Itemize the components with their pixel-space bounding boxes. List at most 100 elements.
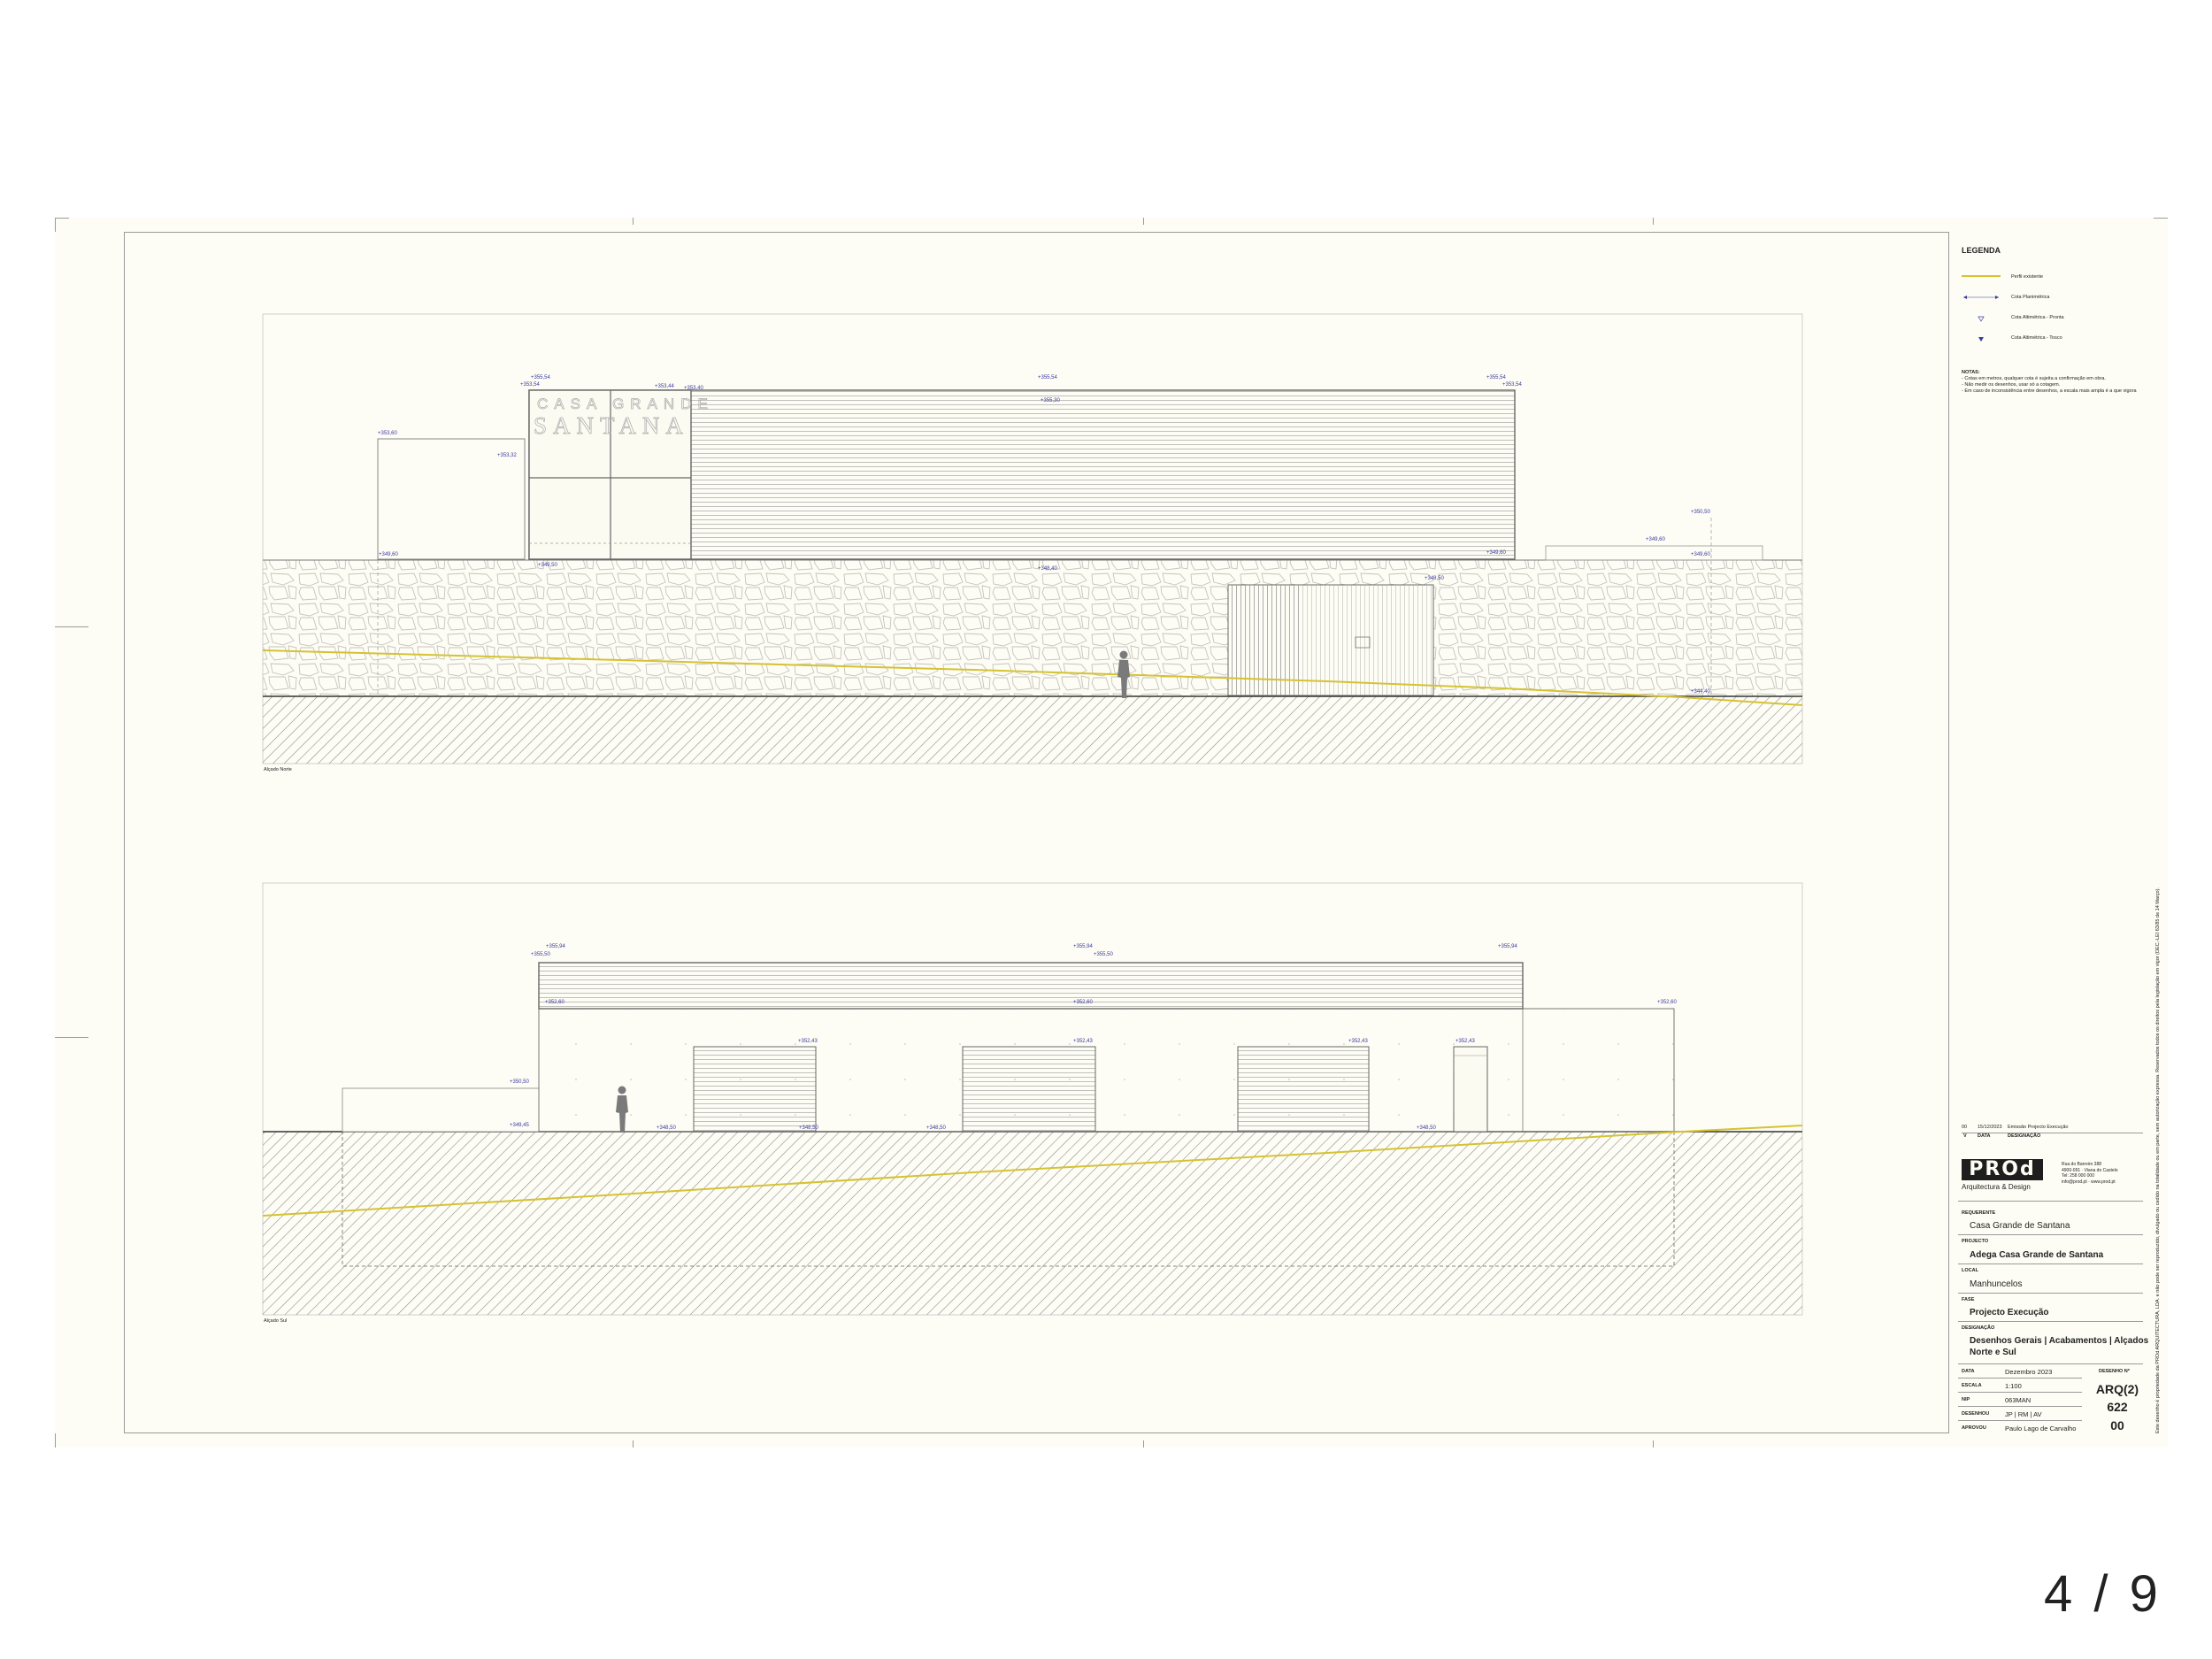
data-value: Dezembro 2023 [2005,1368,2053,1376]
nip-label: NIP [1962,1397,1970,1402]
revision-header-designation: DESIGNAÇÃO [2008,1133,2041,1139]
level-mark: +352,60 [545,1000,565,1005]
fold-mark [1143,1440,1144,1448]
level-mark: +349,60 [379,552,399,557]
level-mark: +349,50 [538,563,558,568]
logo-subtitle: Arquitectura & Design [1962,1183,2031,1191]
level-mark: +355,94 [546,944,566,949]
level-mark: +353,40 [684,386,704,391]
level-mark: +355,54 [531,375,551,380]
notes: NOTAS: - Cotas em metros, qualquer cota … [1962,370,2174,395]
aprovou-value: Paulo Lago de Carvalho [2005,1425,2077,1432]
dimension-arrow-icon [1963,296,1999,299]
data-label: DATA [1962,1369,1975,1374]
crop-mark [55,1433,56,1448]
revision-designation: Emissão Projecto Execução [2008,1125,2069,1130]
fold-mark [1653,1440,1654,1448]
desenho-n-label: DESENHO Nº [2099,1369,2130,1374]
level-annotations-north: +355,54 +353,54 +353,44 +353,40 +355,54 … [378,375,1711,695]
level-mark: +352,43 [1073,1039,1094,1044]
page-total: 9 [2129,1565,2162,1623]
level-mark: +355,30 [1041,398,1061,403]
level-mark: +353,54 [1502,382,1523,388]
legend-item: Cota Altimétrica - Tosco [1962,334,2174,354]
level-mark: +353,54 [520,382,541,388]
service-door [1453,1046,1488,1133]
north-elevation-title: Alçado Norte [264,767,292,772]
fold-mark [1653,218,1654,225]
level-mark: +353,44 [655,384,675,389]
level-mark: +348,50 [657,1125,677,1131]
level-mark: +350,50 [510,1079,530,1085]
level-mark: +355,50 [1094,952,1114,957]
level-mark: +353,60 [378,431,398,436]
revision-table: 00 15/12/2023 Emissão Projecto Execução … [1962,1125,2143,1141]
roller-door [693,1046,817,1133]
fase-label: FASE [1962,1297,1975,1302]
revision-date: 15/12/2023 [1978,1125,2002,1130]
level-mark: +348,50 [926,1125,947,1131]
roller-door [962,1046,1096,1133]
level-mark: +352,43 [1455,1039,1476,1044]
main-volume-cladding [528,389,1516,560]
level-mark: +349,45 [510,1123,530,1128]
desenhou-value: JP | RM | AV [2005,1410,2042,1418]
escala-value: 1:100 [2005,1382,2022,1390]
note-line: - Cotas em metros, qualquer cota é sujei… [1962,376,2106,381]
level-mark: +350,50 [1691,510,1711,515]
gate-leaf-right [1299,585,1433,695]
requerente-label: REQUERENTE [1962,1210,1996,1216]
revision-header-v: V [1963,1133,1967,1139]
legend-label: Cota Planimétrica [2011,295,2050,300]
sign-casa-grande: CASA GRANDE [537,396,714,412]
legend: LEGENDA Perfil existente Cota Planimétri… [1962,246,2174,354]
legend-item: Cota Planimétrica [1962,293,2174,313]
legend-label: Cota Altimétrica - Pronta [2011,315,2064,320]
level-mark: +349,60 [1691,552,1711,557]
ground-hatch [263,696,1802,764]
crop-mark [55,218,69,219]
designacao-label: DESIGNAÇÃO [1962,1325,1995,1331]
firm-logo: PROd Arquitectura & Design [1962,1159,2043,1191]
legend-item: Cota Altimétrica - Pronta [1962,313,2174,334]
existing-profile-line [262,1125,1803,1217]
level-mark: +348,40 [1038,566,1058,572]
legend-item: Perfil existente [1962,273,2174,293]
crop-mark [55,218,56,232]
fold-mark [633,1440,634,1448]
fold-mark [55,626,88,627]
level-mark: +353,32 [497,453,518,458]
level-mark: +355,54 [1486,375,1507,380]
stone-wall [263,560,1802,695]
level-mark: +355,94 [1498,944,1518,949]
level-marker-icon [1978,316,1985,322]
drawing-code: ARQ(2) [2095,1382,2139,1396]
level-mark: +349,60 [1646,537,1666,542]
level-mark: +352,60 [1073,1000,1094,1005]
level-mark: +349,60 [1486,550,1507,556]
desenhou-label: DESENHOU [1962,1411,1990,1417]
roller-door [1237,1046,1370,1133]
crop-mark [2154,218,2168,219]
low-wall [342,1087,540,1133]
firm-address: Rua do Barreiro 388 4900-091 · Viana do … [2062,1162,2118,1185]
drawing-revision: 00 [2110,1418,2124,1432]
roof-slab [538,962,1524,1010]
local-value: Manhuncelos [1970,1279,2023,1289]
level-mark: +352,60 [1657,1000,1678,1005]
projecto-label: PROJECTO [1962,1239,1989,1244]
fold-mark [1143,218,1144,225]
low-wall [1545,545,1763,561]
address-line: 4900-091 · Viana do Castelo [2062,1167,2118,1173]
level-mark: +348,50 [1417,1125,1437,1131]
south-elevation-title: Alçado Sul [264,1318,288,1324]
human-scale-figure [1118,650,1130,698]
drawing-frame [124,232,1949,1433]
legend-label: Cota Altimétrica - Tosco [2011,335,2062,341]
escala-label: ESCALA [1962,1383,1982,1388]
level-mark: +352,43 [1348,1039,1369,1044]
requerente-value: Casa Grande de Santana [1970,1221,2070,1231]
page-indicator: 4 / 9 [2044,1564,2162,1624]
address-line: Tel: 258 000 000 [2062,1173,2094,1179]
